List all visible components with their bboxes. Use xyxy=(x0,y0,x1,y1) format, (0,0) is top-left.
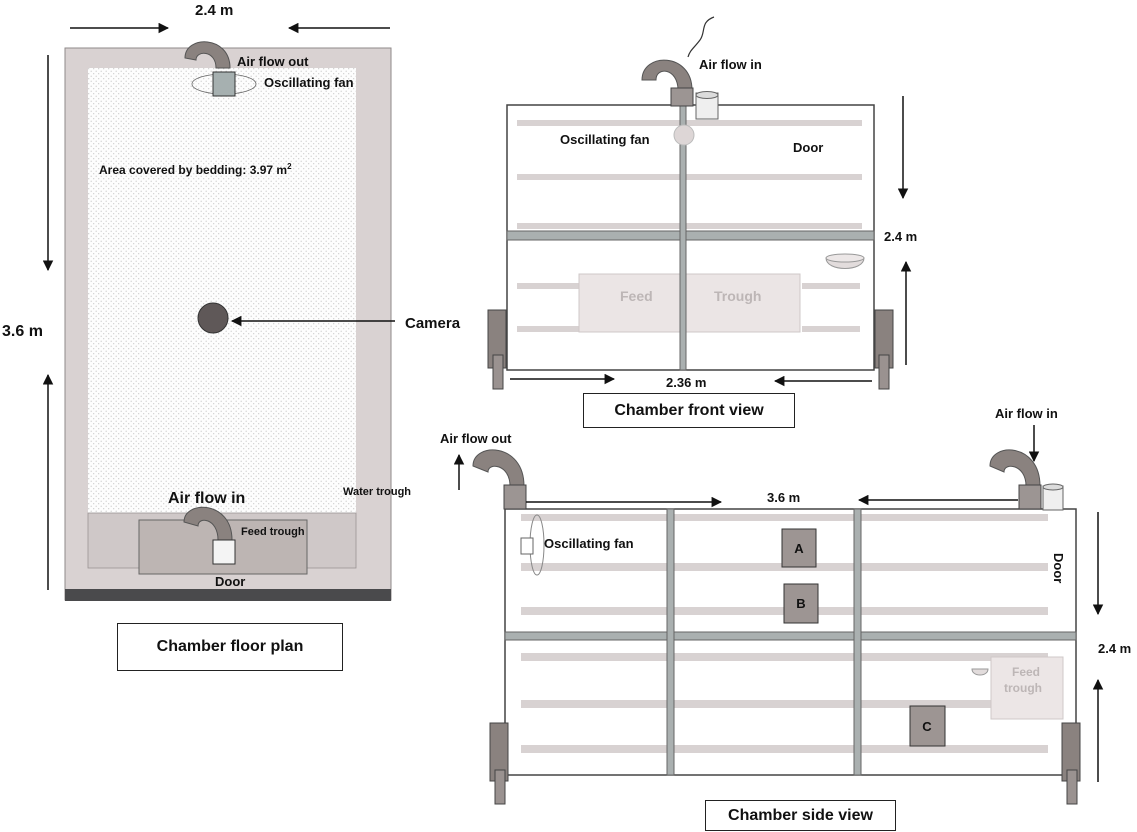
front-foot-right xyxy=(878,354,890,390)
front-width-label: 2.36 m xyxy=(666,375,706,390)
front-horizontal-bar xyxy=(506,230,875,241)
floor-door-label: Door xyxy=(215,574,245,589)
box-c-label: C xyxy=(922,719,932,734)
floor-air-in-label: Air flow in xyxy=(168,490,245,507)
front-shelf xyxy=(517,283,579,289)
front-shelf xyxy=(802,326,860,332)
front-water-cup-top xyxy=(695,91,719,99)
side-shelf xyxy=(521,745,1048,753)
front-shelf xyxy=(517,223,862,229)
side-trough-label: trough xyxy=(1004,681,1042,695)
bedding-area xyxy=(88,68,356,515)
side-air-in-box-icon xyxy=(1018,484,1042,510)
floor-plan-dark-edge xyxy=(65,589,391,601)
front-fan-label: Oscillating fan xyxy=(560,132,650,147)
side-shelf xyxy=(521,700,1048,708)
sensor-box-a xyxy=(781,528,817,568)
side-feed-label: Feed xyxy=(1012,665,1040,679)
side-shelf xyxy=(521,514,1048,521)
air-out-duct-icon xyxy=(184,41,231,69)
water-trough-label: Water trough xyxy=(343,486,411,498)
side-horizontal-bar xyxy=(504,631,1077,641)
side-foot-right xyxy=(1066,769,1078,805)
side-length-label: 3.6 m xyxy=(767,490,800,505)
floor-feed-trough-label: Feed trough xyxy=(241,526,305,538)
side-height-label: 2.4 m xyxy=(1098,641,1131,656)
side-air-in-duct-icon xyxy=(989,449,1041,487)
floor-length-label: 3.6 m xyxy=(2,323,43,340)
front-feed-trough xyxy=(578,273,801,333)
front-air-in-label: Air flow in xyxy=(699,57,762,72)
floor-air-out-label: Air flow out xyxy=(237,54,309,69)
side-fan-motor-icon xyxy=(520,537,534,555)
front-feeder-bowl-rim xyxy=(825,253,865,263)
front-duct-box-icon xyxy=(670,87,694,107)
camera-label: Camera xyxy=(405,315,461,332)
front-view-caption: Chamber front view xyxy=(583,393,795,428)
front-view: Air flow in Oscillating fan Door 2.4 m F… xyxy=(487,16,917,390)
floor-fan-label: Oscillating fan xyxy=(264,75,354,90)
fan-box-icon xyxy=(212,71,236,97)
side-door-label: Door xyxy=(1051,553,1066,583)
side-foot-left xyxy=(494,769,506,805)
air-in-wire xyxy=(687,16,715,58)
side-fan-label: Oscillating fan xyxy=(544,536,634,551)
front-shelf xyxy=(517,174,862,180)
front-shelf xyxy=(802,283,860,289)
box-b-label: B xyxy=(796,596,805,611)
front-foot-left xyxy=(492,354,504,390)
floor-plan-caption: Chamber floor plan xyxy=(117,623,343,671)
side-air-in-label: Air flow in xyxy=(995,406,1058,421)
front-shelf xyxy=(517,120,862,126)
side-shelf xyxy=(521,653,1048,661)
side-vertical-bar xyxy=(666,508,675,776)
side-view-caption: Chamber side view xyxy=(705,800,896,831)
bedding-label-superscript: 2 xyxy=(287,162,292,171)
box-a-label: A xyxy=(794,541,804,556)
side-view: Air flow out Air flow in 3.6 m Oscillati… xyxy=(440,406,1131,805)
floor-plan: 2.4 m 3.6 m Air flow out Oscillating fan… xyxy=(2,2,461,601)
side-feeder-icon xyxy=(971,668,989,676)
front-shelf xyxy=(517,326,579,332)
sensor-box-c xyxy=(909,705,946,747)
front-feed-word: Feed xyxy=(620,288,653,304)
front-height-label: 2.4 m xyxy=(884,229,917,244)
side-vertical-bar xyxy=(853,508,862,776)
side-water-cup-top xyxy=(1042,483,1064,491)
side-air-out-duct-icon xyxy=(472,449,525,487)
front-trough-word: Trough xyxy=(714,288,761,304)
side-feed-trough xyxy=(990,656,1064,720)
front-air-in-duct-icon xyxy=(641,59,693,91)
bedding-label-main: Area covered by bedding: 3.97 m xyxy=(99,163,287,177)
front-fan-icon xyxy=(673,124,695,146)
side-air-out-box-icon xyxy=(503,484,527,510)
front-door-label: Door xyxy=(793,140,823,155)
floor-width-label: 2.4 m xyxy=(195,2,233,19)
bedding-label: Area covered by bedding: 3.97 m2 xyxy=(99,162,292,177)
air-in-box-icon xyxy=(212,539,236,565)
side-air-out-label: Air flow out xyxy=(440,431,512,446)
camera-icon xyxy=(197,302,229,334)
sensor-box-b xyxy=(783,583,819,624)
